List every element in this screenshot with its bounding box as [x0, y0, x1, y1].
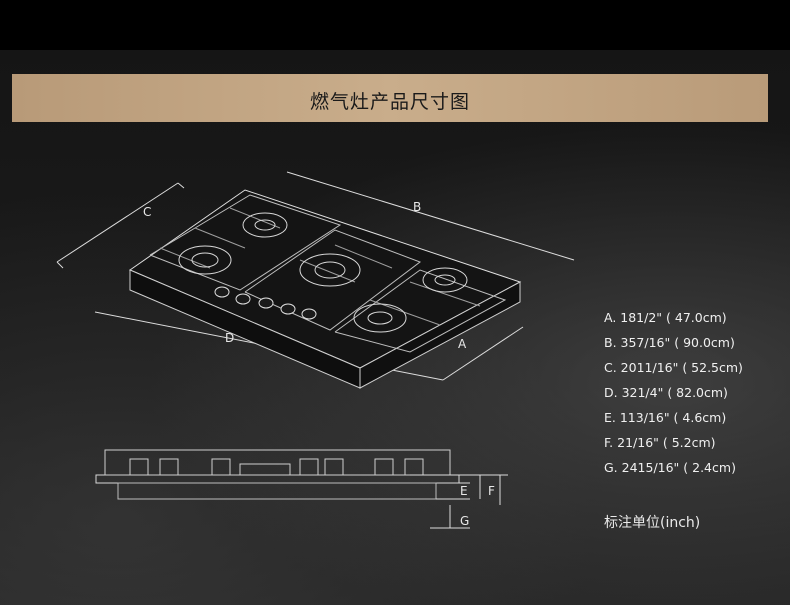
- unit-note: 标注单位(inch): [604, 515, 701, 531]
- dimension-line-a: [442, 326, 524, 381]
- burner-4: [353, 303, 407, 333]
- burner-3: [299, 253, 361, 287]
- burner-1: [178, 245, 232, 275]
- label-d: D: [225, 331, 235, 345]
- label-c: C: [143, 205, 152, 219]
- title-banner: 燃气灶产品尺寸图: [12, 74, 768, 122]
- spec-c: C. 2011/16" ( 52.5cm): [604, 360, 743, 375]
- spec-g: G. 2415/16" ( 2.4cm): [604, 460, 736, 475]
- spec-a: A. 181/2" ( 47.0cm): [604, 310, 727, 325]
- label-a: A: [458, 337, 467, 351]
- spec-d: D. 321/4" ( 82.0cm): [604, 385, 728, 400]
- label-e: E: [460, 484, 468, 498]
- spec-f: F. 21/16" ( 5.2cm): [604, 435, 716, 450]
- control-knobs: [214, 286, 317, 320]
- label-b: B: [413, 200, 422, 214]
- page-title: 燃气灶产品尺寸图: [309, 91, 470, 113]
- label-g: G: [460, 514, 470, 528]
- burner-5: [422, 267, 468, 293]
- spec-e: E. 113/16" ( 4.6cm): [604, 410, 727, 425]
- dimension-line-c: [56, 182, 179, 263]
- spec-b: B. 357/16" ( 90.0cm): [604, 335, 735, 350]
- burner-2: [242, 212, 288, 238]
- label-f: F: [488, 484, 495, 498]
- cooktop-side-view: [95, 474, 460, 484]
- dimension-spec-list: A. 181/2" ( 47.0cm) B. 357/16" ( 90.0cm)…: [604, 310, 743, 485]
- dimension-line-b: [286, 171, 575, 261]
